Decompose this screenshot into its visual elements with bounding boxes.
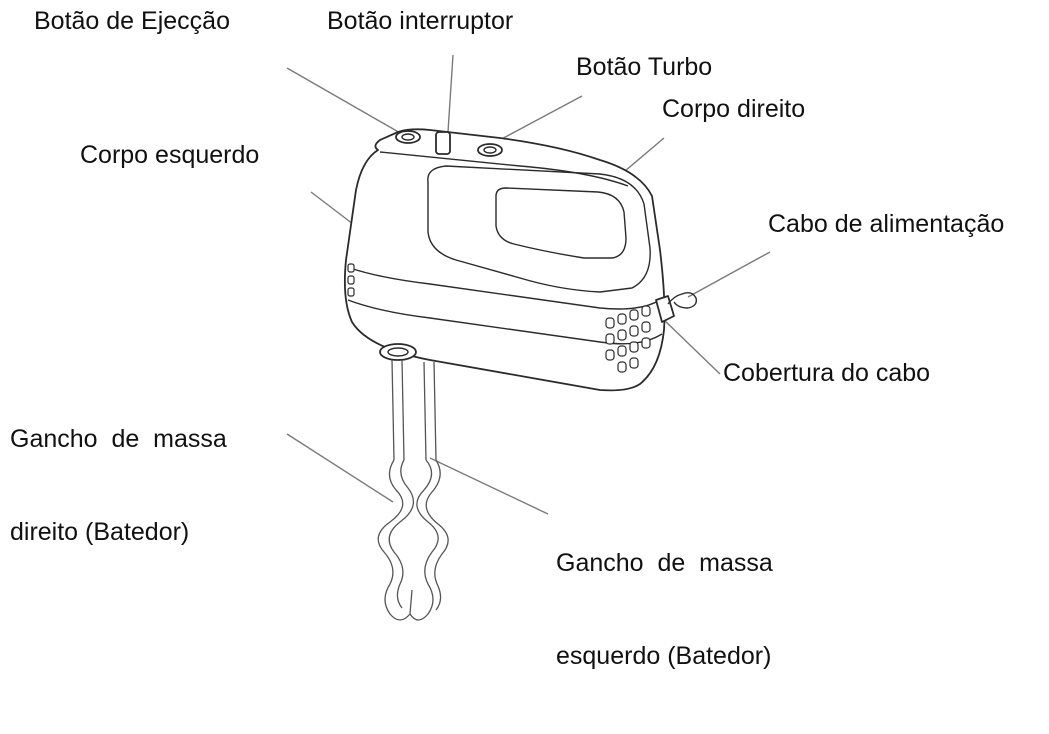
eject-button-shape bbox=[395, 130, 421, 144]
label-left-body: Corpo esquerdo bbox=[80, 141, 260, 169]
leader-cord-cover bbox=[661, 317, 721, 375]
label-right-dough-hook-line1: Gancho de massa bbox=[10, 425, 227, 453]
label-left-dough-hook-line2: esquerdo (Batedor) bbox=[556, 642, 772, 670]
label-eject-button: Botão de Ejecção bbox=[34, 7, 230, 35]
label-cord-cover: Cobertura do cabo bbox=[723, 359, 931, 387]
label-switch-button: Botão interruptor bbox=[327, 7, 514, 35]
beater-socket bbox=[379, 343, 417, 361]
hand-mixer-diagram: Botão de Ejecção Botão interruptor Botão… bbox=[10, 7, 1005, 670]
power-cord-shape bbox=[667, 291, 698, 309]
switch-button-shape bbox=[435, 131, 451, 155]
left-vents bbox=[347, 263, 355, 297]
left-dough-hook-shape bbox=[409, 459, 449, 621]
leader-eject bbox=[286, 67, 403, 135]
leader-power-cord bbox=[687, 251, 771, 298]
label-right-dough-hook: Gancho de massa direito (Batedor) bbox=[10, 362, 270, 610]
label-power-cord: Cabo de alimentação bbox=[768, 210, 1005, 238]
leader-turbo bbox=[495, 95, 583, 143]
leader-switch bbox=[447, 54, 454, 133]
mixer-body bbox=[343, 128, 698, 392]
label-right-dough-hook-line2: direito (Batedor) bbox=[10, 518, 190, 546]
dough-hooks bbox=[377, 359, 449, 621]
right-dough-hook-shape bbox=[377, 459, 415, 621]
leader-lines bbox=[286, 54, 771, 515]
rear-vents bbox=[605, 305, 651, 373]
label-turbo-button: Botão Turbo bbox=[576, 53, 713, 81]
leader-right-hook bbox=[286, 433, 394, 503]
label-right-body: Corpo direito bbox=[662, 95, 806, 123]
right-body-handle bbox=[427, 165, 651, 293]
left-body-shell bbox=[343, 128, 666, 392]
label-left-dough-hook: Gancho de massa esquerdo (Batedor) bbox=[556, 486, 816, 734]
handle-opening bbox=[495, 187, 627, 259]
turbo-button-shape bbox=[477, 143, 503, 157]
mixer-illustration bbox=[286, 54, 771, 621]
leader-left-hook bbox=[429, 457, 549, 515]
label-left-dough-hook-line1: Gancho de massa bbox=[556, 549, 773, 577]
